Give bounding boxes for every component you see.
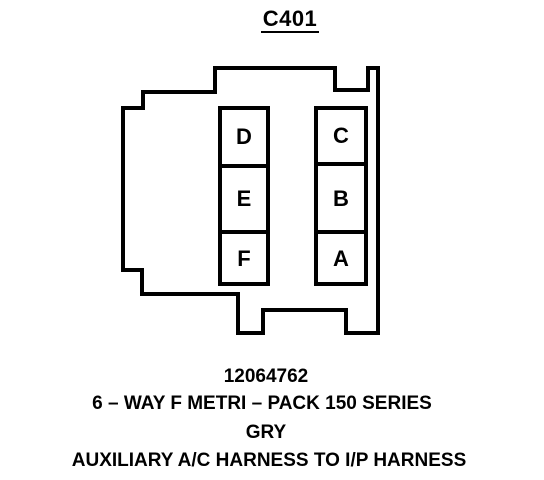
- connector-type: 6 – WAY F METRI – PACK 150 SERIES: [92, 393, 432, 414]
- pin-cavity-a: [314, 230, 368, 286]
- right-pin-column: C B A: [314, 106, 368, 286]
- pin-cavity-f: [218, 230, 270, 286]
- connector-housing-outline: [121, 66, 380, 335]
- pin-label-b: B: [333, 186, 349, 211]
- pin-label-f: F: [237, 246, 250, 271]
- connector-id-label: C401: [260, 6, 320, 33]
- connector-id: C401: [0, 6, 544, 33]
- harness-description: AUXILIARY A/C HARNESS TO I/P HARNESS: [71, 450, 467, 471]
- pin-label-d: D: [236, 124, 252, 149]
- connector-color: GRY: [245, 422, 287, 443]
- pin-label-c: C: [333, 123, 349, 148]
- pin-label-e: E: [237, 186, 252, 211]
- left-pin-column: D E F: [218, 106, 270, 286]
- pin-label-a: A: [333, 246, 349, 271]
- part-number: 12064762: [223, 366, 309, 387]
